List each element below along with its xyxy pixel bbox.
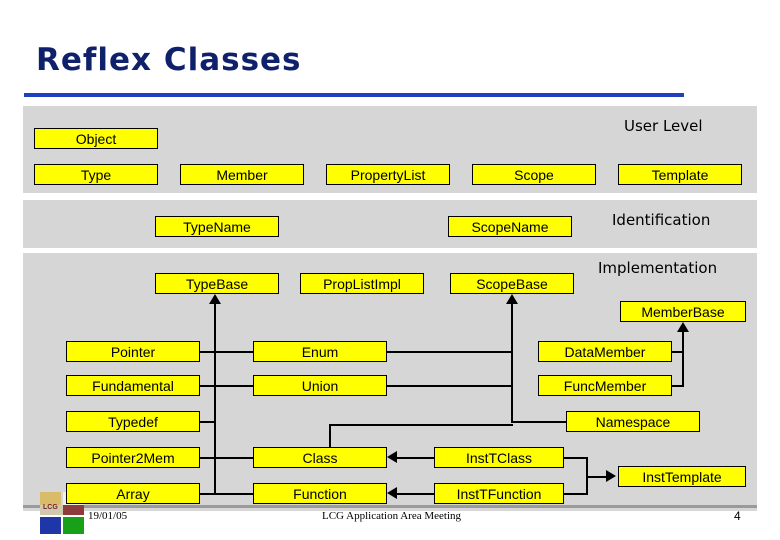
caption-implementation: Implementation <box>598 259 718 277</box>
box-enum[interactable]: Enum <box>253 341 387 362</box>
box-inst-template[interactable]: InstTemplate <box>618 466 746 487</box>
link-insttclass-right <box>564 457 588 459</box>
arrow-to-class <box>387 451 397 463</box>
box-member-base[interactable]: MemberBase <box>620 301 746 322</box>
arrow-to-function <box>387 487 397 499</box>
box-type-base[interactable]: TypeBase <box>155 273 279 294</box>
branch-data-member <box>672 351 684 353</box>
box-inst-tclass[interactable]: InstTClass <box>434 447 564 468</box>
branch-class-to-scope <box>329 424 513 426</box>
box-typedef[interactable]: Typedef <box>66 411 200 432</box>
trunk-scope <box>511 303 513 422</box>
link-insttfunction-right <box>564 493 588 495</box>
footer-page-number: 4 <box>734 509 741 523</box>
branch-namespace <box>511 421 568 423</box>
branch-enum-right <box>387 351 513 353</box>
trunk-type <box>214 303 216 494</box>
arrow-to-inst-template <box>606 470 616 482</box>
arrow-to-scope-base <box>506 294 518 304</box>
caption-user-level: User Level <box>624 117 703 135</box>
trunk-member <box>682 331 684 386</box>
box-pointer[interactable]: Pointer <box>66 341 200 362</box>
box-inst-tfunction[interactable]: InstTFunction <box>434 483 564 504</box>
link-insttfunction-function <box>396 493 436 495</box>
box-scope[interactable]: Scope <box>472 164 596 185</box>
link-insttclass-class <box>396 457 436 459</box>
box-member[interactable]: Member <box>180 164 304 185</box>
arrow-to-member-base <box>677 322 689 332</box>
branch-pointer2mem <box>200 457 216 459</box>
branch-typedef <box>200 421 216 423</box>
footer-rule <box>23 505 757 508</box>
branch-union-left <box>214 385 255 387</box>
link-to-inst-template <box>586 476 608 478</box>
box-function[interactable]: Function <box>253 483 387 504</box>
box-fundamental[interactable]: Fundamental <box>66 375 200 396</box>
box-property-list[interactable]: PropertyList <box>326 164 450 185</box>
footer-event-title: LCG Application Area Meeting <box>322 510 461 522</box>
box-type[interactable]: Type <box>34 164 158 185</box>
branch-func-member <box>672 385 684 387</box>
band-identification <box>23 200 757 248</box>
box-data-member[interactable]: DataMember <box>538 341 672 362</box>
box-pointer2mem[interactable]: Pointer2Mem <box>66 447 200 468</box>
box-scope-base[interactable]: ScopeBase <box>450 273 574 294</box>
box-scope-name[interactable]: ScopeName <box>448 216 572 237</box>
box-prop-list-impl[interactable]: PropListImpl <box>300 273 424 294</box>
branch-enum-left <box>214 351 255 353</box>
page-title: Reflex Classes <box>36 42 302 78</box>
box-union[interactable]: Union <box>253 375 387 396</box>
branch-fundamental <box>200 385 216 387</box>
box-object[interactable]: Object <box>34 128 158 149</box>
footer-date: 19/01/05 <box>88 510 128 522</box>
box-namespace[interactable]: Namespace <box>566 411 700 432</box>
box-template[interactable]: Template <box>618 164 742 185</box>
branch-function-left <box>214 493 255 495</box>
box-array[interactable]: Array <box>66 483 200 504</box>
riser-class <box>329 424 331 449</box>
branch-union-right <box>387 385 513 387</box>
arrow-to-type-base <box>209 294 221 304</box>
box-func-member[interactable]: FuncMember <box>538 375 672 396</box>
box-type-name[interactable]: TypeName <box>155 216 279 237</box>
branch-class-left <box>214 457 255 459</box>
branch-array <box>200 493 216 495</box>
lcg-logo-text: LCG <box>43 504 58 511</box>
title-underline-rule <box>24 93 684 97</box>
caption-identification: Identification <box>612 211 711 229</box>
box-class[interactable]: Class <box>253 447 387 468</box>
branch-pointer <box>200 351 216 353</box>
